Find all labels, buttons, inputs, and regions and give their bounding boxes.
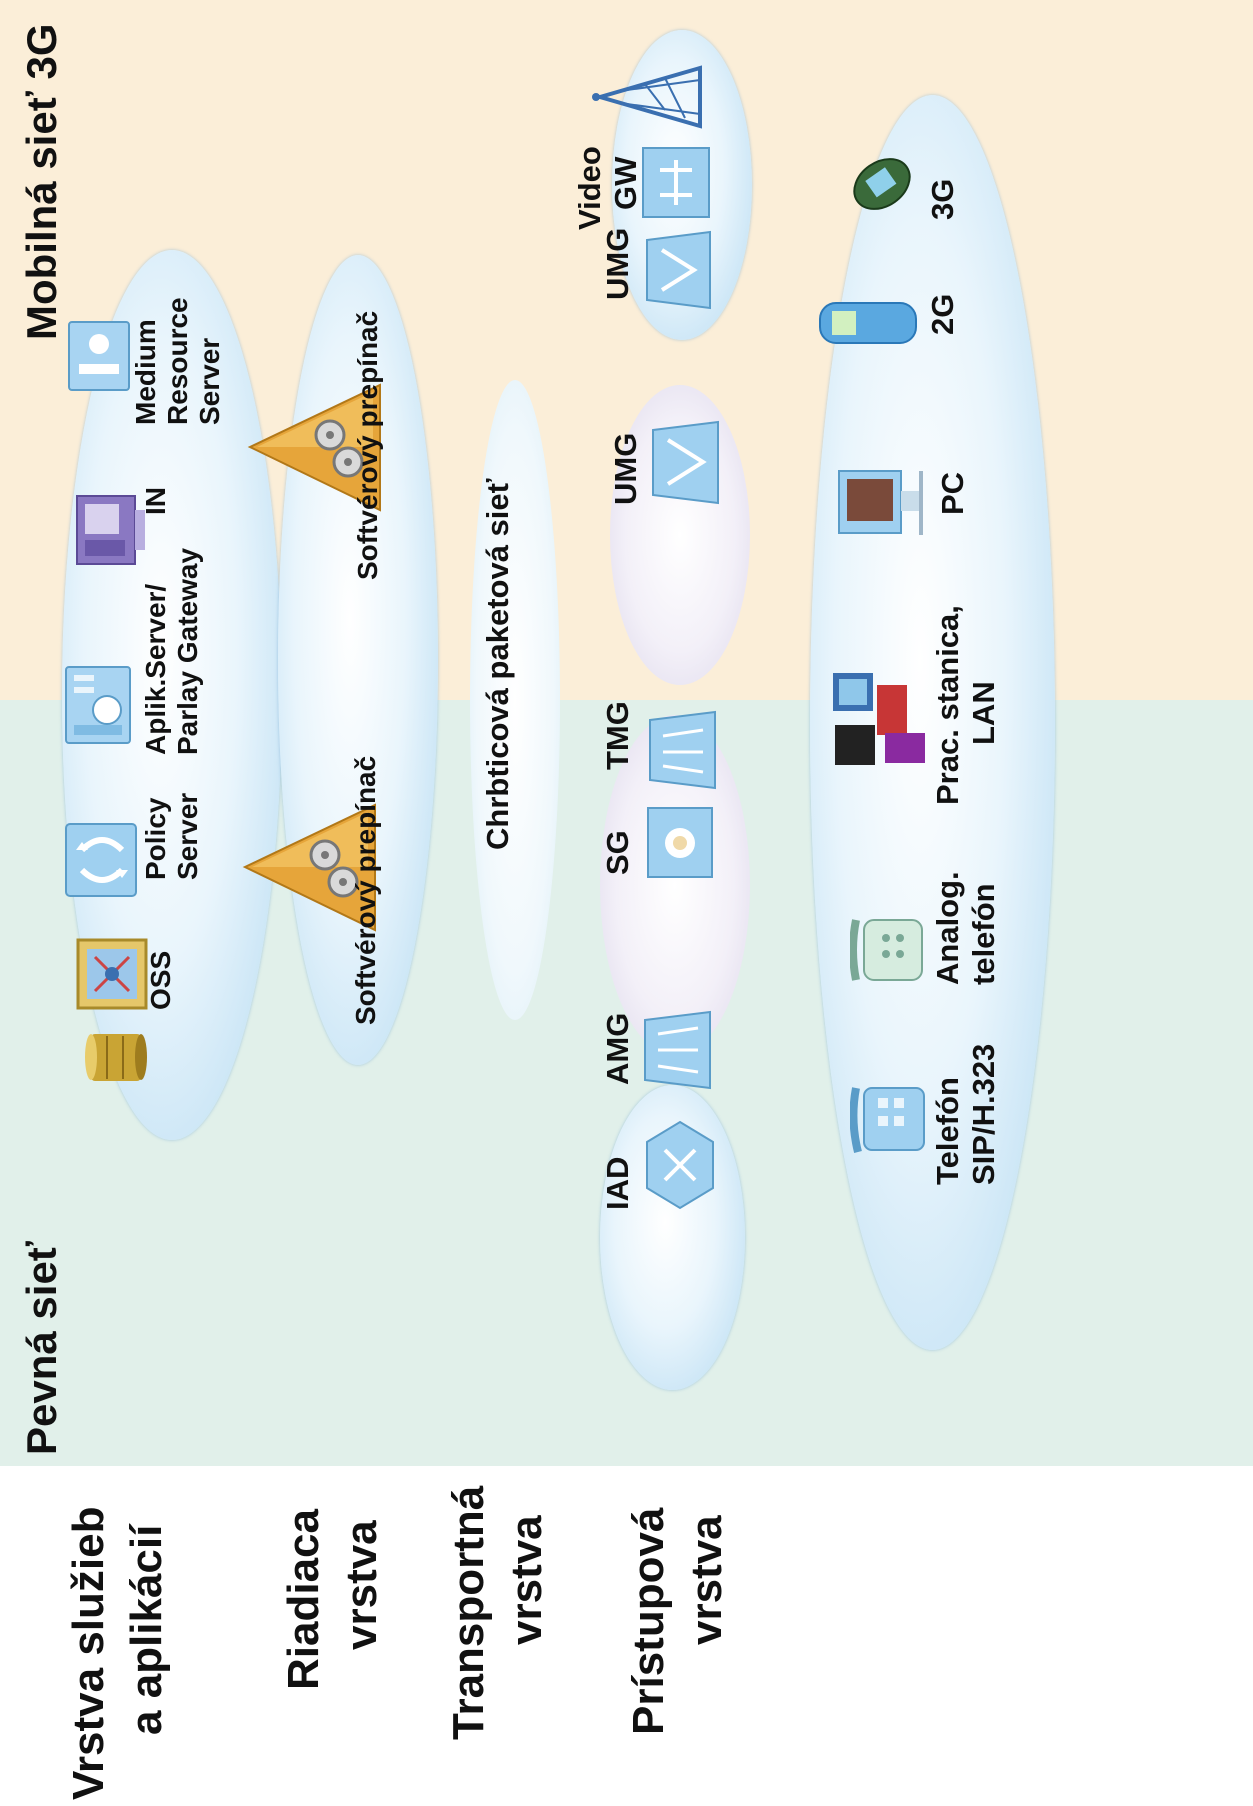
umg-cloud-device-icon — [648, 420, 723, 505]
policy-server-label-line1: Policy — [140, 797, 171, 880]
amg-device-icon — [640, 1010, 715, 1090]
database-icon — [85, 1030, 147, 1085]
layer-label-region — [0, 1466, 1253, 1806]
sip-phone-label-line2: SIP/H.323 — [966, 1043, 1001, 1185]
sip-phone-label-line1: Telefón — [930, 1077, 965, 1185]
mobile-network-title: Mobilná sieť 3G — [18, 23, 65, 340]
workstation-label-line1: Prac. stanica, — [930, 605, 965, 805]
video-gw-label-line2: GW — [608, 156, 643, 210]
layer-label-access: Prístupová vrstva — [620, 1508, 736, 1735]
amg-label: AMG — [600, 1012, 635, 1085]
layer-label-transport-line1: Transportná — [444, 1485, 493, 1740]
medium-resource-server-label-line2: Resource — [162, 297, 193, 425]
analog-phone-label: Analog. telefón — [930, 871, 1002, 985]
backbone-label: Chrbticová paketová sieť — [480, 478, 515, 851]
video-gw-label: Video GW — [572, 146, 644, 230]
phone-3g-label: 3G — [925, 178, 960, 220]
application-server-icon — [62, 665, 137, 745]
medium-resource-server-icon — [65, 320, 135, 392]
application-server-label-line2: Parlay Gateway — [172, 547, 203, 755]
iad-label: IAD — [600, 1156, 635, 1210]
workstation-label-line2: LAN — [966, 681, 1001, 745]
pc-label: PC — [935, 471, 970, 515]
sg-device-icon — [645, 805, 715, 880]
medium-resource-server-label-line1: Medium — [130, 319, 161, 425]
oss-label: OSS — [145, 950, 176, 1010]
softswitch-icon-right — [245, 380, 385, 515]
layer-label-control-line1: Riadiaca — [279, 1509, 328, 1690]
layer-label-access-line1: Prístupová — [624, 1507, 673, 1735]
layer-label-access-line2: vrstva — [682, 1515, 731, 1645]
layer-label-transport: Transportná vrstva — [440, 1486, 556, 1740]
sip-phone-label: Telefón SIP/H.323 — [930, 1044, 1002, 1185]
layer-label-control-line2: vrstva — [337, 1520, 386, 1650]
analog-phone-icon — [850, 910, 930, 990]
umg-mobile-device-icon — [642, 230, 714, 310]
application-server-label-line1: Aplik.Server/ — [140, 583, 171, 755]
in-computer-icon — [75, 490, 147, 570]
policy-server-label-line2: Server — [172, 792, 203, 880]
policy-server-label: Policy Server — [140, 793, 204, 880]
fixed-network-title: Pevná sieť — [18, 1241, 65, 1455]
umg-mobile-label: UMG — [600, 227, 635, 300]
analog-phone-label-line2: telefón — [966, 883, 1001, 985]
in-label: IN — [140, 487, 171, 515]
pc-icon — [835, 465, 930, 545]
medium-resource-server-label-line3: Server — [194, 337, 225, 425]
workstation-icon — [825, 665, 935, 770]
medium-resource-server-label: Medium Resource Server — [130, 297, 226, 425]
analog-phone-label-line1: Analog. — [930, 871, 965, 985]
phone-3g-icon — [848, 150, 916, 218]
iad-device-icon — [645, 1120, 715, 1210]
umg-cloud-label: UMG — [608, 432, 643, 505]
softswitch-icon-left — [240, 800, 380, 935]
layer-label-services: Vrstva služieb a aplikácií — [60, 1507, 176, 1800]
backbone-network-shape — [470, 380, 560, 1020]
video-gw-device-icon — [640, 145, 712, 220]
application-server-label: Aplik.Server/ Parlay Gateway — [140, 548, 204, 755]
sip-phone-icon — [850, 1080, 935, 1160]
softswitch-label-right: Softvérový prepínač — [352, 310, 383, 580]
policy-server-icon — [62, 820, 142, 900]
workstation-label: Prac. stanica, LAN — [930, 605, 1002, 805]
oss-server-icon — [75, 935, 155, 1015]
phone-2g-icon — [818, 295, 918, 350]
layer-label-services-line1: Vrstva služieb — [64, 1506, 113, 1800]
layer-label-transport-line2: vrstva — [502, 1515, 551, 1645]
softswitch-label-left: Softvérový prepínač — [350, 755, 381, 1025]
layer-label-services-line2: a aplikácií — [122, 1524, 171, 1735]
tmg-device-icon — [645, 710, 720, 790]
control-layer-ellipse — [278, 255, 438, 1065]
video-gw-label-line1: Video — [572, 146, 607, 230]
sg-label: SG — [600, 830, 635, 875]
layer-label-control: Riadiaca vrstva — [275, 1509, 391, 1690]
antenna-tower-icon — [590, 60, 710, 135]
tmg-label: TMG — [600, 701, 635, 770]
phone-2g-label: 2G — [925, 293, 960, 335]
